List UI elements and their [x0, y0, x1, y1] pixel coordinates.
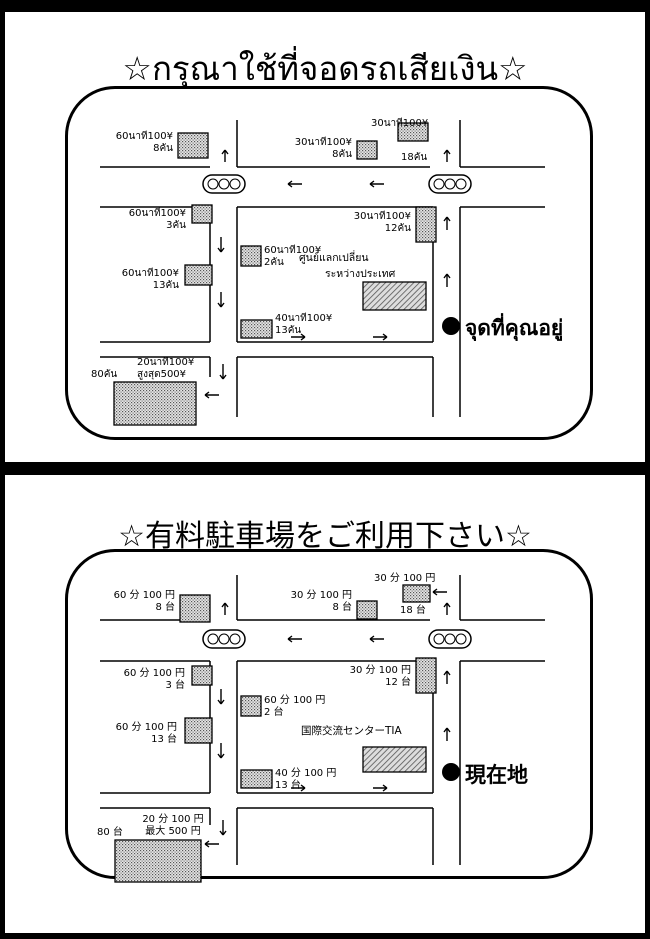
arrow-icons [204, 588, 451, 848]
current-location-dot [442, 763, 460, 781]
parking-lot-label: 18คัน [401, 152, 428, 163]
parking-lot-label: 18 台 [400, 605, 426, 616]
parking-lot [114, 839, 202, 883]
parking-lot [191, 665, 213, 686]
parking-lot-label: 60นาที100¥3คัน [128, 208, 186, 231]
map-frame [65, 549, 593, 879]
exchange-center-building [362, 281, 427, 311]
traffic-light-icon [202, 174, 246, 194]
parking-lot [184, 717, 213, 744]
parking-lots [113, 122, 437, 426]
panel-title: ☆กรุณาใช้ที่จอดรถเสียเงิน☆ [122, 49, 528, 88]
parking-lot [240, 695, 262, 717]
exchange-center-building [362, 746, 427, 773]
parking-lot [240, 319, 273, 339]
you-are-here-label: 現在地 [465, 763, 528, 787]
parking-lot [356, 140, 378, 160]
parking-lot [402, 584, 431, 603]
parking-lot [184, 264, 213, 286]
parking-lot [191, 204, 213, 224]
parking-lot [356, 600, 378, 620]
road-map [100, 120, 545, 426]
you-are-here-label: จุดที่คุณอยู่ [465, 316, 564, 340]
parking-lot-label: 40นาที100¥13คัน [275, 313, 333, 336]
parking-lot [113, 381, 197, 426]
japanese-map-panel: ☆有料駐車場をご利用下さい☆ [5, 475, 645, 933]
parking-lot-label: 30 分 100 円 [374, 573, 436, 584]
map-frame [65, 86, 593, 440]
road-map [100, 575, 545, 883]
current-location-dot [442, 317, 460, 335]
parking-lot-label: 30นาที100¥8คัน [294, 137, 352, 160]
traffic-light-icon [428, 174, 472, 194]
parking-lot [240, 769, 273, 789]
parking-lot [415, 657, 437, 694]
parking-lot-label: 80 台 [97, 827, 123, 838]
parking-lot [397, 122, 429, 142]
parking-lot-label: 20 分 100 円最大 500 円 [142, 814, 204, 837]
parking-lot [177, 132, 209, 159]
panel-title: ☆有料駐車場をご利用下さい☆ [118, 519, 532, 554]
parking-lot-label: 60นาที100¥13คัน [121, 268, 179, 291]
center-name: ศูนย์แลกเปลี่ยนระหว่างประเทศ [299, 252, 396, 280]
parking-lot-label: 60นาที100¥2คัน [264, 245, 322, 268]
parking-lot [415, 206, 437, 243]
parking-lot-label: 20นาที100¥สูงสุด500¥ [137, 357, 195, 380]
parking-lot [240, 245, 262, 267]
parking-lot-label: 80คัน [91, 369, 118, 380]
parking-lot-label: 30นาที100¥ [371, 118, 429, 129]
thai-map-panel: ☆กรุณาใช้ที่จอดรถเสียเงิน☆ [5, 12, 645, 462]
traffic-light-icon [202, 629, 246, 649]
parking-lot-label: 60นาที100¥8คัน [115, 131, 173, 154]
center-name: 国際交流センターTIA [301, 725, 402, 737]
parking-lots [114, 584, 437, 883]
road-lines [100, 120, 545, 417]
parking-lot-label: 30นาที100¥12คัน [353, 211, 411, 234]
parking-lot [179, 594, 211, 623]
traffic-light-icon [428, 629, 472, 649]
